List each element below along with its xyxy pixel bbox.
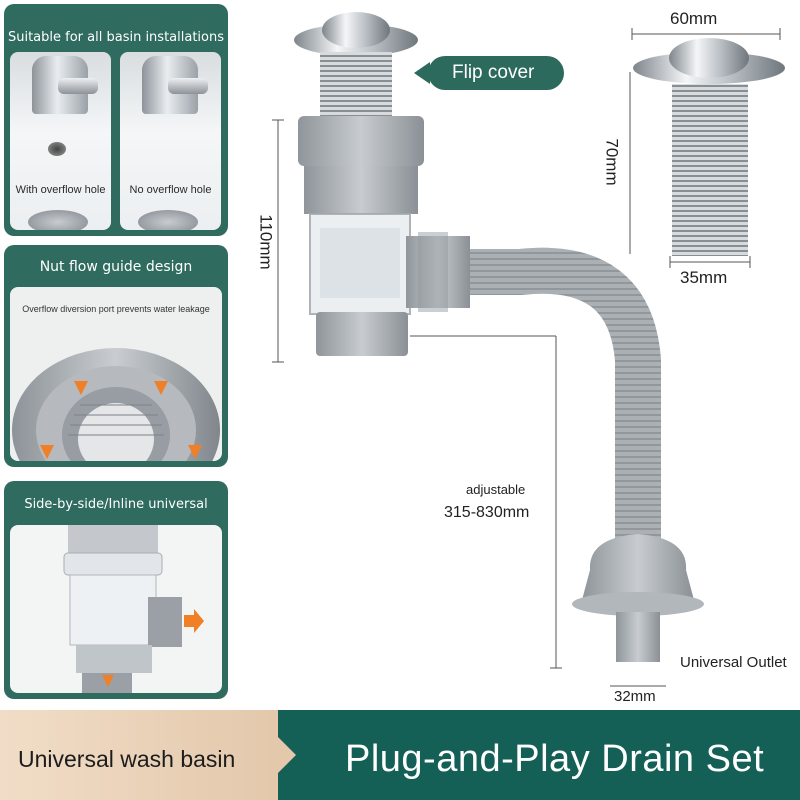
banner-chevron-icon: [278, 737, 296, 773]
nut-flow-description: Overflow diversion port prevents water l…: [22, 304, 210, 314]
with-overflow-label: With overflow hole: [15, 184, 106, 196]
height-dimension: 110mm: [256, 214, 276, 270]
flip-cover-label: Flip cover: [452, 62, 535, 83]
adjustable-range: 315-830mm: [444, 504, 530, 521]
cap-diameter-dimension: 60mm: [670, 9, 718, 28]
thread-diameter-dimension: 35mm: [680, 268, 728, 287]
basin-no-overflow-image: No overflow hole: [120, 52, 221, 230]
drain-set-illustration: [272, 12, 785, 687]
tag-arrow-icon: [414, 62, 430, 84]
flip-cover-tag: Flip cover: [414, 56, 564, 90]
trap-connector-image: [63, 525, 204, 693]
plug-height-dimension: 70mm: [602, 138, 622, 186]
installation-panel: Suitable for all basin installations Wit…: [4, 4, 228, 236]
side-by-side-panel-title: Side-by-side/Inline universal: [24, 497, 208, 512]
basin-with-overflow-image: With overflow hole: [10, 52, 111, 230]
banner-title: Plug-and-Play Drain Set: [345, 738, 765, 780]
bottom-banner-left: Universal wash basin: [0, 710, 296, 800]
universal-outlet-label: Universal Outlet: [680, 654, 787, 671]
nut-flow-panel: Nut flow guide design Overflow diversion…: [4, 245, 228, 467]
nut-cross-section-image: [12, 348, 220, 461]
installation-panel-title: Suitable for all basin installations: [7, 30, 225, 45]
no-overflow-label: No overflow hole: [129, 184, 212, 196]
adjustable-label: adjustable: [466, 482, 526, 497]
banner-subtitle: Universal wash basin: [18, 746, 236, 772]
outlet-diameter-dimension: 32mm: [614, 688, 656, 705]
nut-flow-panel-title: Nut flow guide design: [39, 259, 193, 275]
side-by-side-panel: Side-by-side/Inline universal: [4, 481, 228, 699]
overflow-hole: [48, 142, 66, 156]
